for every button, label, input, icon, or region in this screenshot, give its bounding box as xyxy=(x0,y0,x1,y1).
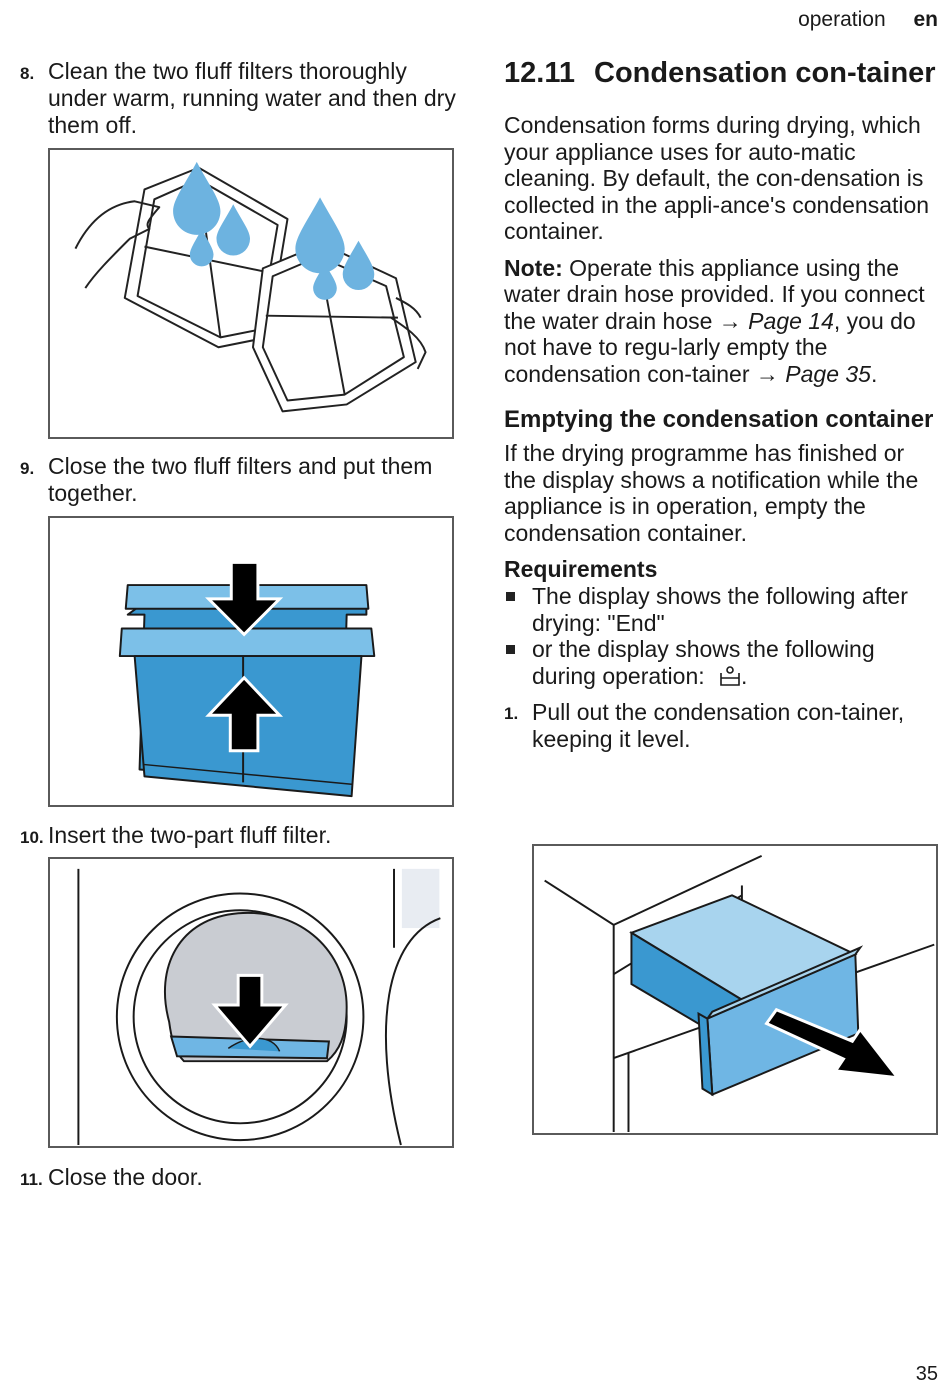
header-section-name: operation xyxy=(798,8,886,31)
note-label: Note: xyxy=(504,254,563,281)
page-number: 35 xyxy=(915,1363,938,1385)
step-8: 8. Clean the two fluff filters thoroughl… xyxy=(20,58,465,139)
step-number: 10. xyxy=(20,828,44,847)
step-9: 9. Close the two fluff filters and put t… xyxy=(20,453,465,507)
figure-pull-container xyxy=(532,844,938,1135)
page-14-link[interactable]: → Page 14 xyxy=(718,307,834,334)
note-text: , you do not have to regu-larly empty th… xyxy=(504,307,916,387)
step-10: 10. Insert the two-part fluff filter. xyxy=(20,822,465,849)
section-heading: 12.11 Condensation con-tainer xyxy=(504,56,936,90)
right-column: 12.11 Condensation con-tainer Condensati… xyxy=(504,56,936,752)
intro-paragraph: Condensation forms during drying, which … xyxy=(504,112,930,244)
note-paragraph: Note: Operate this appliance using the w… xyxy=(504,255,936,388)
requirement-text: or the display shows the following durin… xyxy=(532,636,875,689)
step-text: Clean the two fluff filters thoroughly u… xyxy=(48,58,456,138)
filter-assembly-illustration xyxy=(118,560,376,798)
figure-closing-filters xyxy=(48,516,454,807)
step-number: 8. xyxy=(20,64,35,83)
step-number: 1. xyxy=(504,704,519,723)
section-number: 12.11 xyxy=(504,57,575,89)
requirement-end: . xyxy=(741,662,748,689)
header-language: en xyxy=(913,8,938,31)
requirement-text: The display shows the following after dr… xyxy=(532,583,908,636)
bullet-icon xyxy=(506,592,515,601)
door-opening-illustration xyxy=(77,868,441,1146)
figure-insert-filter xyxy=(48,857,454,1148)
step-1: 1. Pull out the condensation con-tainer,… xyxy=(504,699,936,752)
page-header: operation en xyxy=(798,8,938,32)
section-title: Condensation con-tainer xyxy=(594,57,936,89)
step-text: Close the two fluff filters and put them… xyxy=(48,453,433,506)
step-number: 11. xyxy=(20,1170,43,1189)
requirements-heading: Requirements xyxy=(504,556,658,582)
step-text: Pull out the condensation con-tainer, ke… xyxy=(532,699,905,752)
bullet-icon xyxy=(506,645,515,654)
page-35-link[interactable]: → Page 35 xyxy=(755,360,871,387)
filters-under-water-illustration xyxy=(74,161,427,413)
list-item: or the display shows the following durin… xyxy=(504,636,936,689)
step-number: 9. xyxy=(20,459,35,478)
step-11: 11. Close the door. xyxy=(20,1164,465,1191)
subheading-emptying: Emptying the condensation container xyxy=(504,406,934,433)
sub-intro-paragraph: If the drying programme has finished or … xyxy=(504,440,919,546)
figure-washing-filters xyxy=(48,148,454,439)
condensation-container-icon xyxy=(720,665,740,686)
requirements-list: The display shows the following after dr… xyxy=(504,583,936,689)
step-text: Insert the two-part fluff filter. xyxy=(48,822,332,848)
note-text: . xyxy=(870,360,878,387)
note-text: Operate this appliance using the water d… xyxy=(504,254,925,334)
list-item: The display shows the following after dr… xyxy=(504,583,936,636)
step-text: Close the door. xyxy=(48,1164,203,1190)
pull-out-container-illustration xyxy=(544,854,935,1133)
